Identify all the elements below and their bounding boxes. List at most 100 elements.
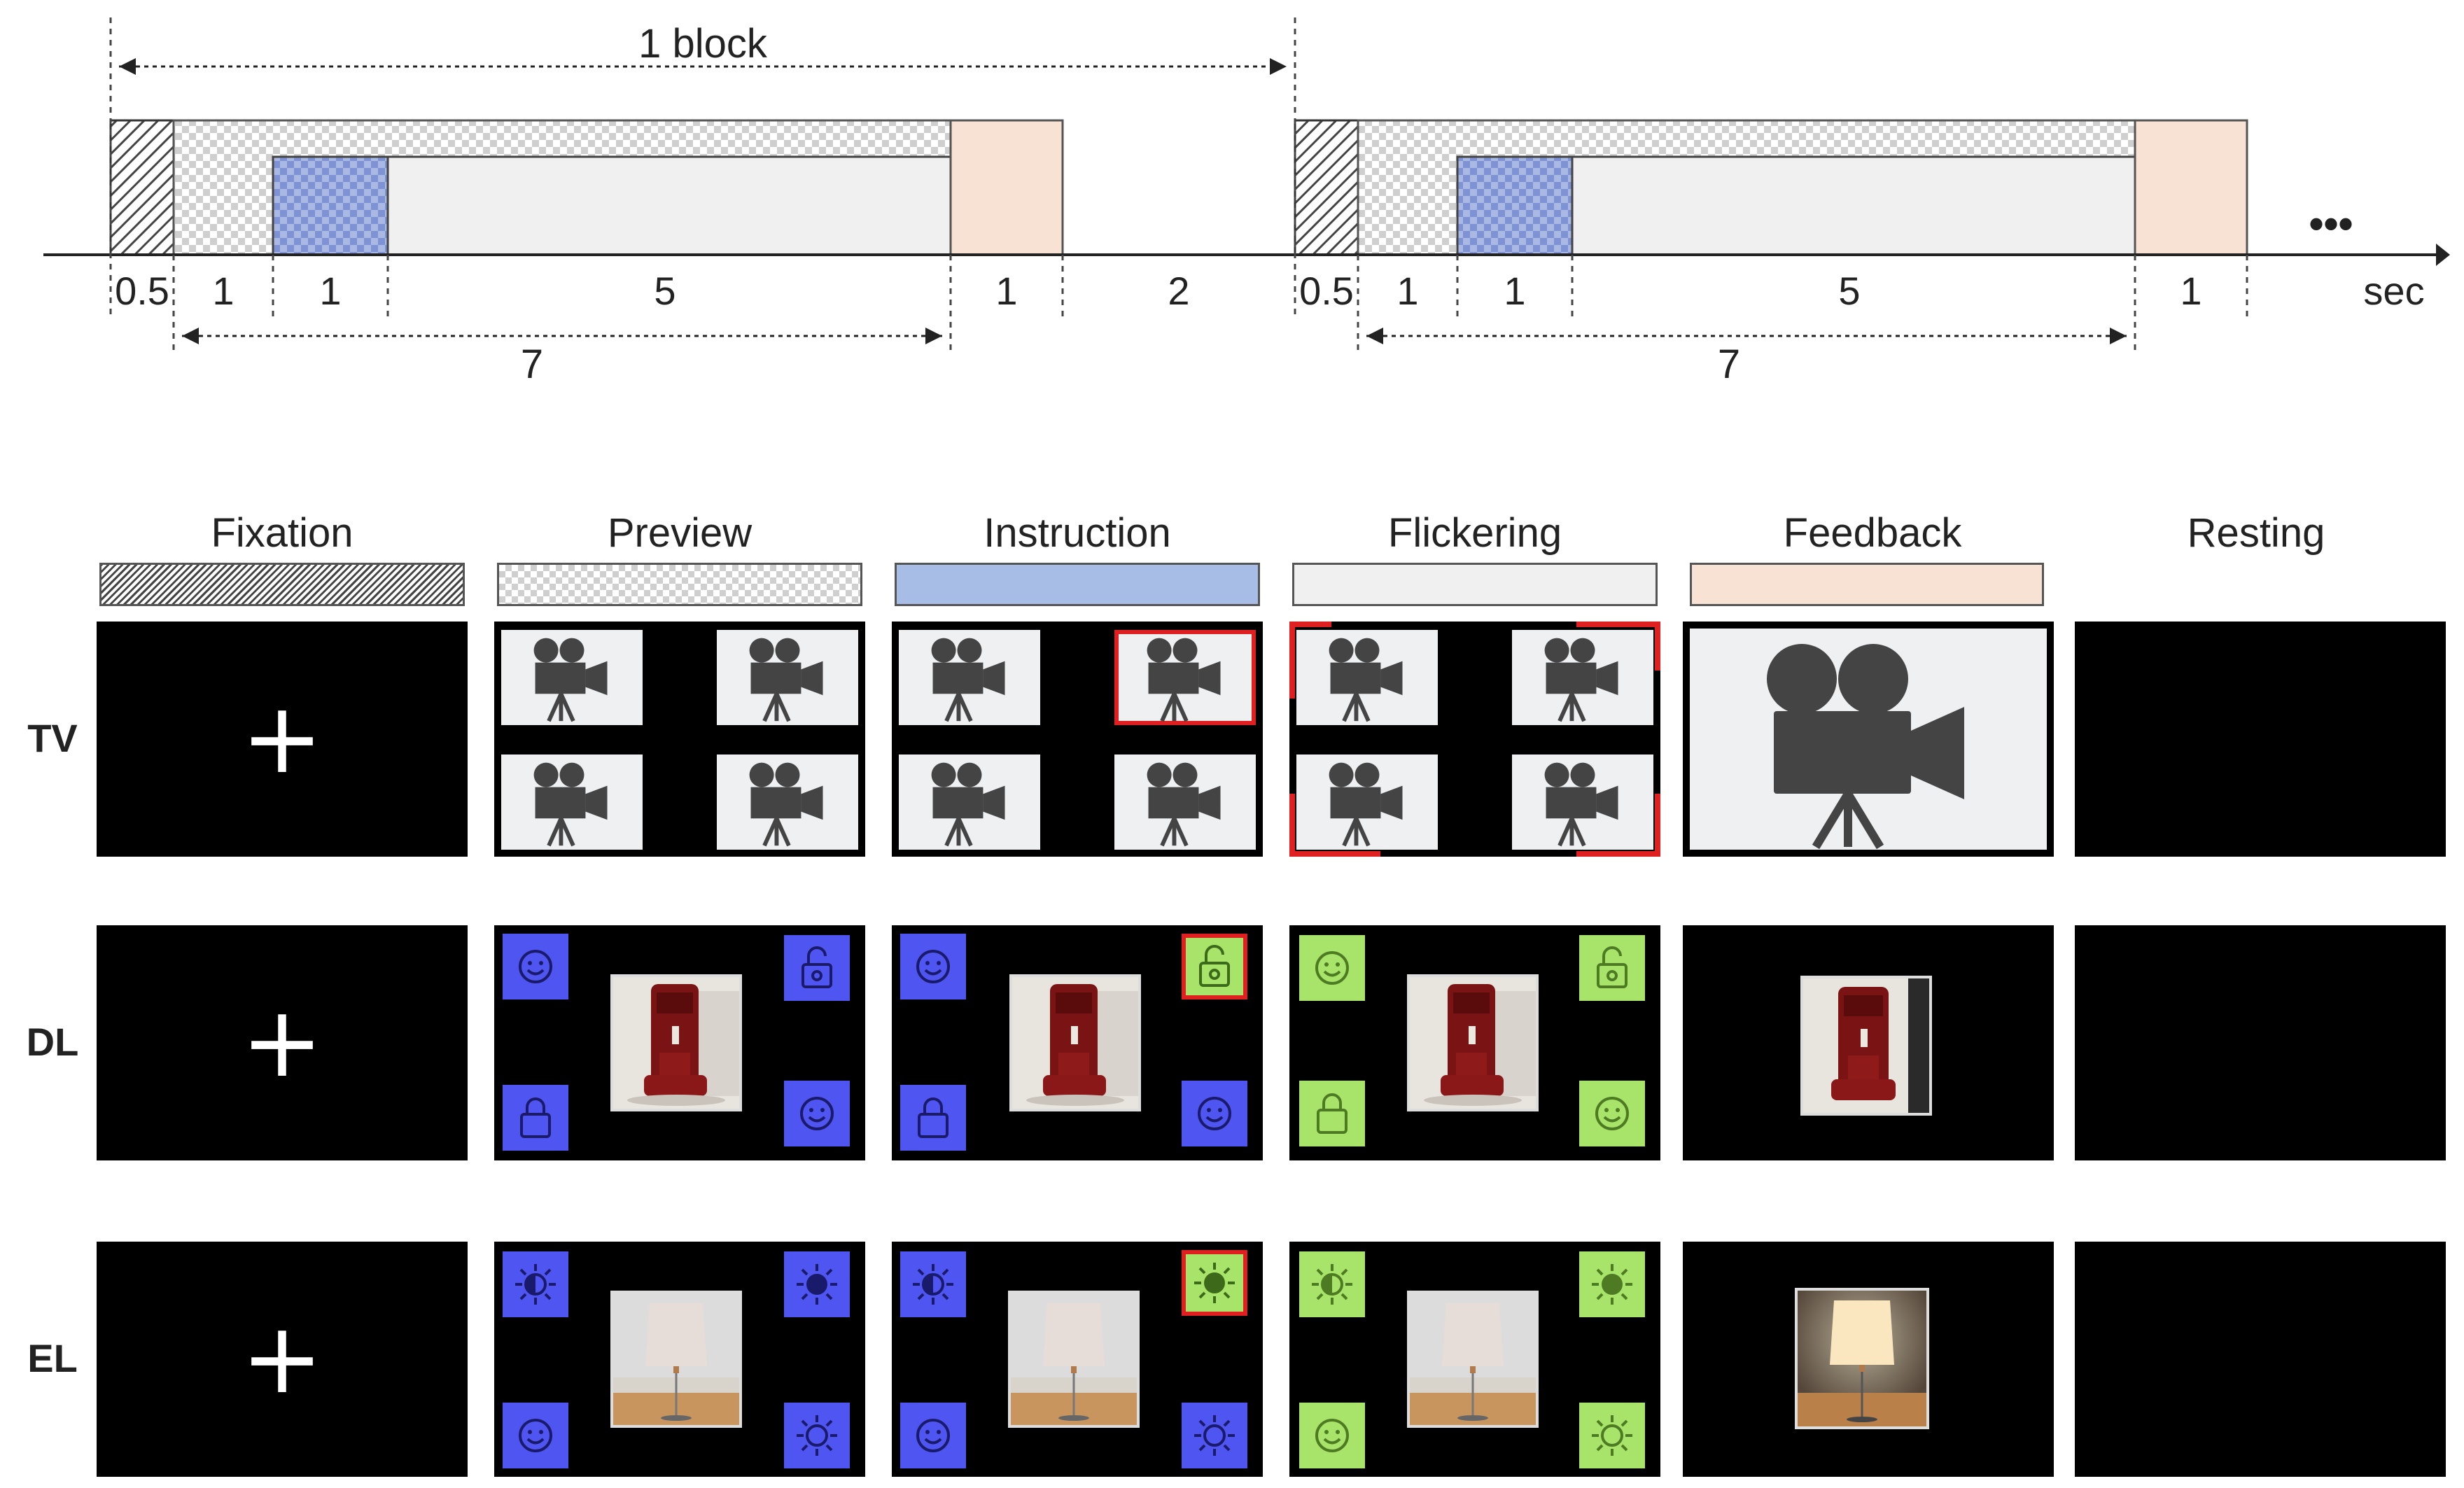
- el-option-half-brightness[interactable]: [900, 1251, 966, 1317]
- span-label-2: 7: [1718, 342, 1740, 387]
- duration-label: 1: [995, 269, 1017, 313]
- duration-label: 1: [2180, 269, 2202, 313]
- phase-label-resting: Resting: [2187, 510, 2325, 556]
- tv-option-tile[interactable]: [1296, 754, 1438, 850]
- fixation-cross: +: [241, 1302, 323, 1416]
- segment-feedback-2: [2134, 119, 2248, 256]
- movie-camera-icon: [1544, 638, 1618, 722]
- dl-preview-panel: [494, 925, 865, 1160]
- movie-camera-icon: [1329, 762, 1403, 847]
- tv-option-tile[interactable]: [899, 630, 1040, 725]
- flicker-marker: [1289, 851, 1380, 857]
- duration-label: 5: [654, 269, 676, 313]
- dl-option-smiley[interactable]: [1182, 1081, 1247, 1146]
- el-option-sun[interactable]: [1182, 1403, 1247, 1468]
- phase-label-feedback: Feedback: [1783, 510, 1962, 556]
- dl-option-smiley[interactable]: [1299, 935, 1365, 1001]
- door-lock-photo: [610, 974, 742, 1111]
- smiley-icon: [1315, 1419, 1349, 1452]
- dl-instruction-panel: [892, 925, 1263, 1160]
- dl-option-lock[interactable]: [503, 1085, 568, 1151]
- sun-filled-icon: [1592, 1264, 1632, 1305]
- dl-option-lock[interactable]: [900, 1085, 966, 1151]
- el-resting-panel: [2075, 1242, 2446, 1477]
- door-lock-photo: [1009, 974, 1141, 1111]
- tv-preview-panel: [494, 622, 865, 857]
- axis-unit: sec: [2363, 269, 2424, 313]
- dl-option-smiley[interactable]: [900, 934, 966, 999]
- tv-option-tile[interactable]: [1512, 630, 1653, 725]
- el-option-smiley[interactable]: [1299, 1403, 1365, 1468]
- lamp-photo: [1008, 1291, 1140, 1428]
- dl-option-smiley[interactable]: [503, 934, 568, 999]
- door-lock-feedback-photo: [1800, 976, 1932, 1116]
- tv-option-tile[interactable]: [501, 754, 643, 850]
- movie-camera-icon: [931, 762, 1005, 847]
- dl-option-lock[interactable]: [1299, 1081, 1365, 1146]
- timeline-diagram: 1 block 7 7 0.5 1 1 5 1 2 0.5 1 1 5 1 se…: [43, 17, 2450, 387]
- el-option-half-brightness[interactable]: [1299, 1251, 1365, 1317]
- el-preview-panel: [494, 1242, 865, 1477]
- movie-camera-icon: [749, 762, 823, 847]
- phase-label-fixation: Fixation: [211, 510, 354, 556]
- half-brightness-icon: [515, 1264, 556, 1305]
- flicker-marker: [1655, 794, 1660, 857]
- tv-option-tile[interactable]: [717, 630, 858, 725]
- tv-flickering-panel: [1289, 622, 1660, 857]
- el-fixation-panel: +: [97, 1242, 468, 1477]
- smiley-icon: [916, 1419, 950, 1452]
- half-brightness-icon: [1312, 1264, 1352, 1305]
- padlock-unlocked-icon: [1597, 946, 1628, 988]
- el-option-bright-selected[interactable]: [1182, 1250, 1247, 1316]
- el-option-bright[interactable]: [784, 1251, 850, 1317]
- smiley-icon: [916, 950, 950, 983]
- tv-feedback-image: [1690, 629, 2047, 850]
- duration-label: 0.5: [1299, 269, 1354, 313]
- smiley-icon: [1198, 1097, 1231, 1130]
- el-option-sun[interactable]: [1579, 1403, 1645, 1468]
- el-option-bright[interactable]: [1579, 1251, 1645, 1317]
- dl-option-smiley[interactable]: [784, 1081, 850, 1146]
- span-label-1: 7: [521, 342, 543, 387]
- tv-option-tile-selected[interactable]: [1114, 630, 1256, 725]
- dl-option-smiley[interactable]: [1579, 1081, 1645, 1146]
- sun-outline-icon: [1592, 1415, 1632, 1456]
- lamp-photo: [610, 1291, 742, 1428]
- flicker-marker: [1576, 851, 1660, 857]
- tv-option-tile[interactable]: [899, 754, 1040, 850]
- el-option-sun[interactable]: [784, 1403, 850, 1468]
- dl-option-unlock[interactable]: [784, 935, 850, 1001]
- half-brightness-icon: [913, 1264, 953, 1305]
- dl-option-unlock[interactable]: [1579, 935, 1645, 1001]
- fixation-cross: +: [241, 985, 323, 1100]
- dl-resting-panel: [2075, 925, 2446, 1160]
- segment-feedback-1: [949, 119, 1064, 256]
- phase-label-flickering: Flickering: [1387, 510, 1562, 556]
- el-feedback-panel: [1683, 1242, 2054, 1477]
- tv-option-tile[interactable]: [1114, 754, 1256, 850]
- tv-option-tile[interactable]: [717, 754, 858, 850]
- lamp-photo: [1407, 1291, 1539, 1428]
- movie-camera-icon: [533, 762, 608, 847]
- padlock-unlocked-icon: [1199, 945, 1230, 987]
- el-option-half-brightness[interactable]: [503, 1251, 568, 1317]
- segment-instruction-2: [1456, 155, 1574, 256]
- dl-fixation-panel: +: [97, 925, 468, 1160]
- dl-option-unlock-selected[interactable]: [1182, 934, 1247, 999]
- movie-camera-icon: [1147, 638, 1221, 722]
- el-option-smiley[interactable]: [900, 1403, 966, 1468]
- tv-option-tile[interactable]: [501, 630, 643, 725]
- fixation-cross: +: [241, 682, 323, 796]
- el-option-smiley[interactable]: [503, 1403, 568, 1468]
- el-flickering-panel: [1289, 1242, 1660, 1477]
- duration-label: 1: [319, 269, 341, 313]
- tv-option-tile[interactable]: [1296, 630, 1438, 725]
- flicker-marker: [1289, 622, 1295, 699]
- row-label-dl: DL: [26, 1020, 79, 1064]
- row-label-el: EL: [27, 1336, 78, 1380]
- flicker-marker: [1576, 622, 1660, 627]
- duration-label: 0.5: [115, 269, 169, 313]
- padlock-unlocked-icon: [802, 946, 832, 988]
- tv-option-tile[interactable]: [1512, 754, 1653, 850]
- sun-outline-icon: [797, 1415, 837, 1456]
